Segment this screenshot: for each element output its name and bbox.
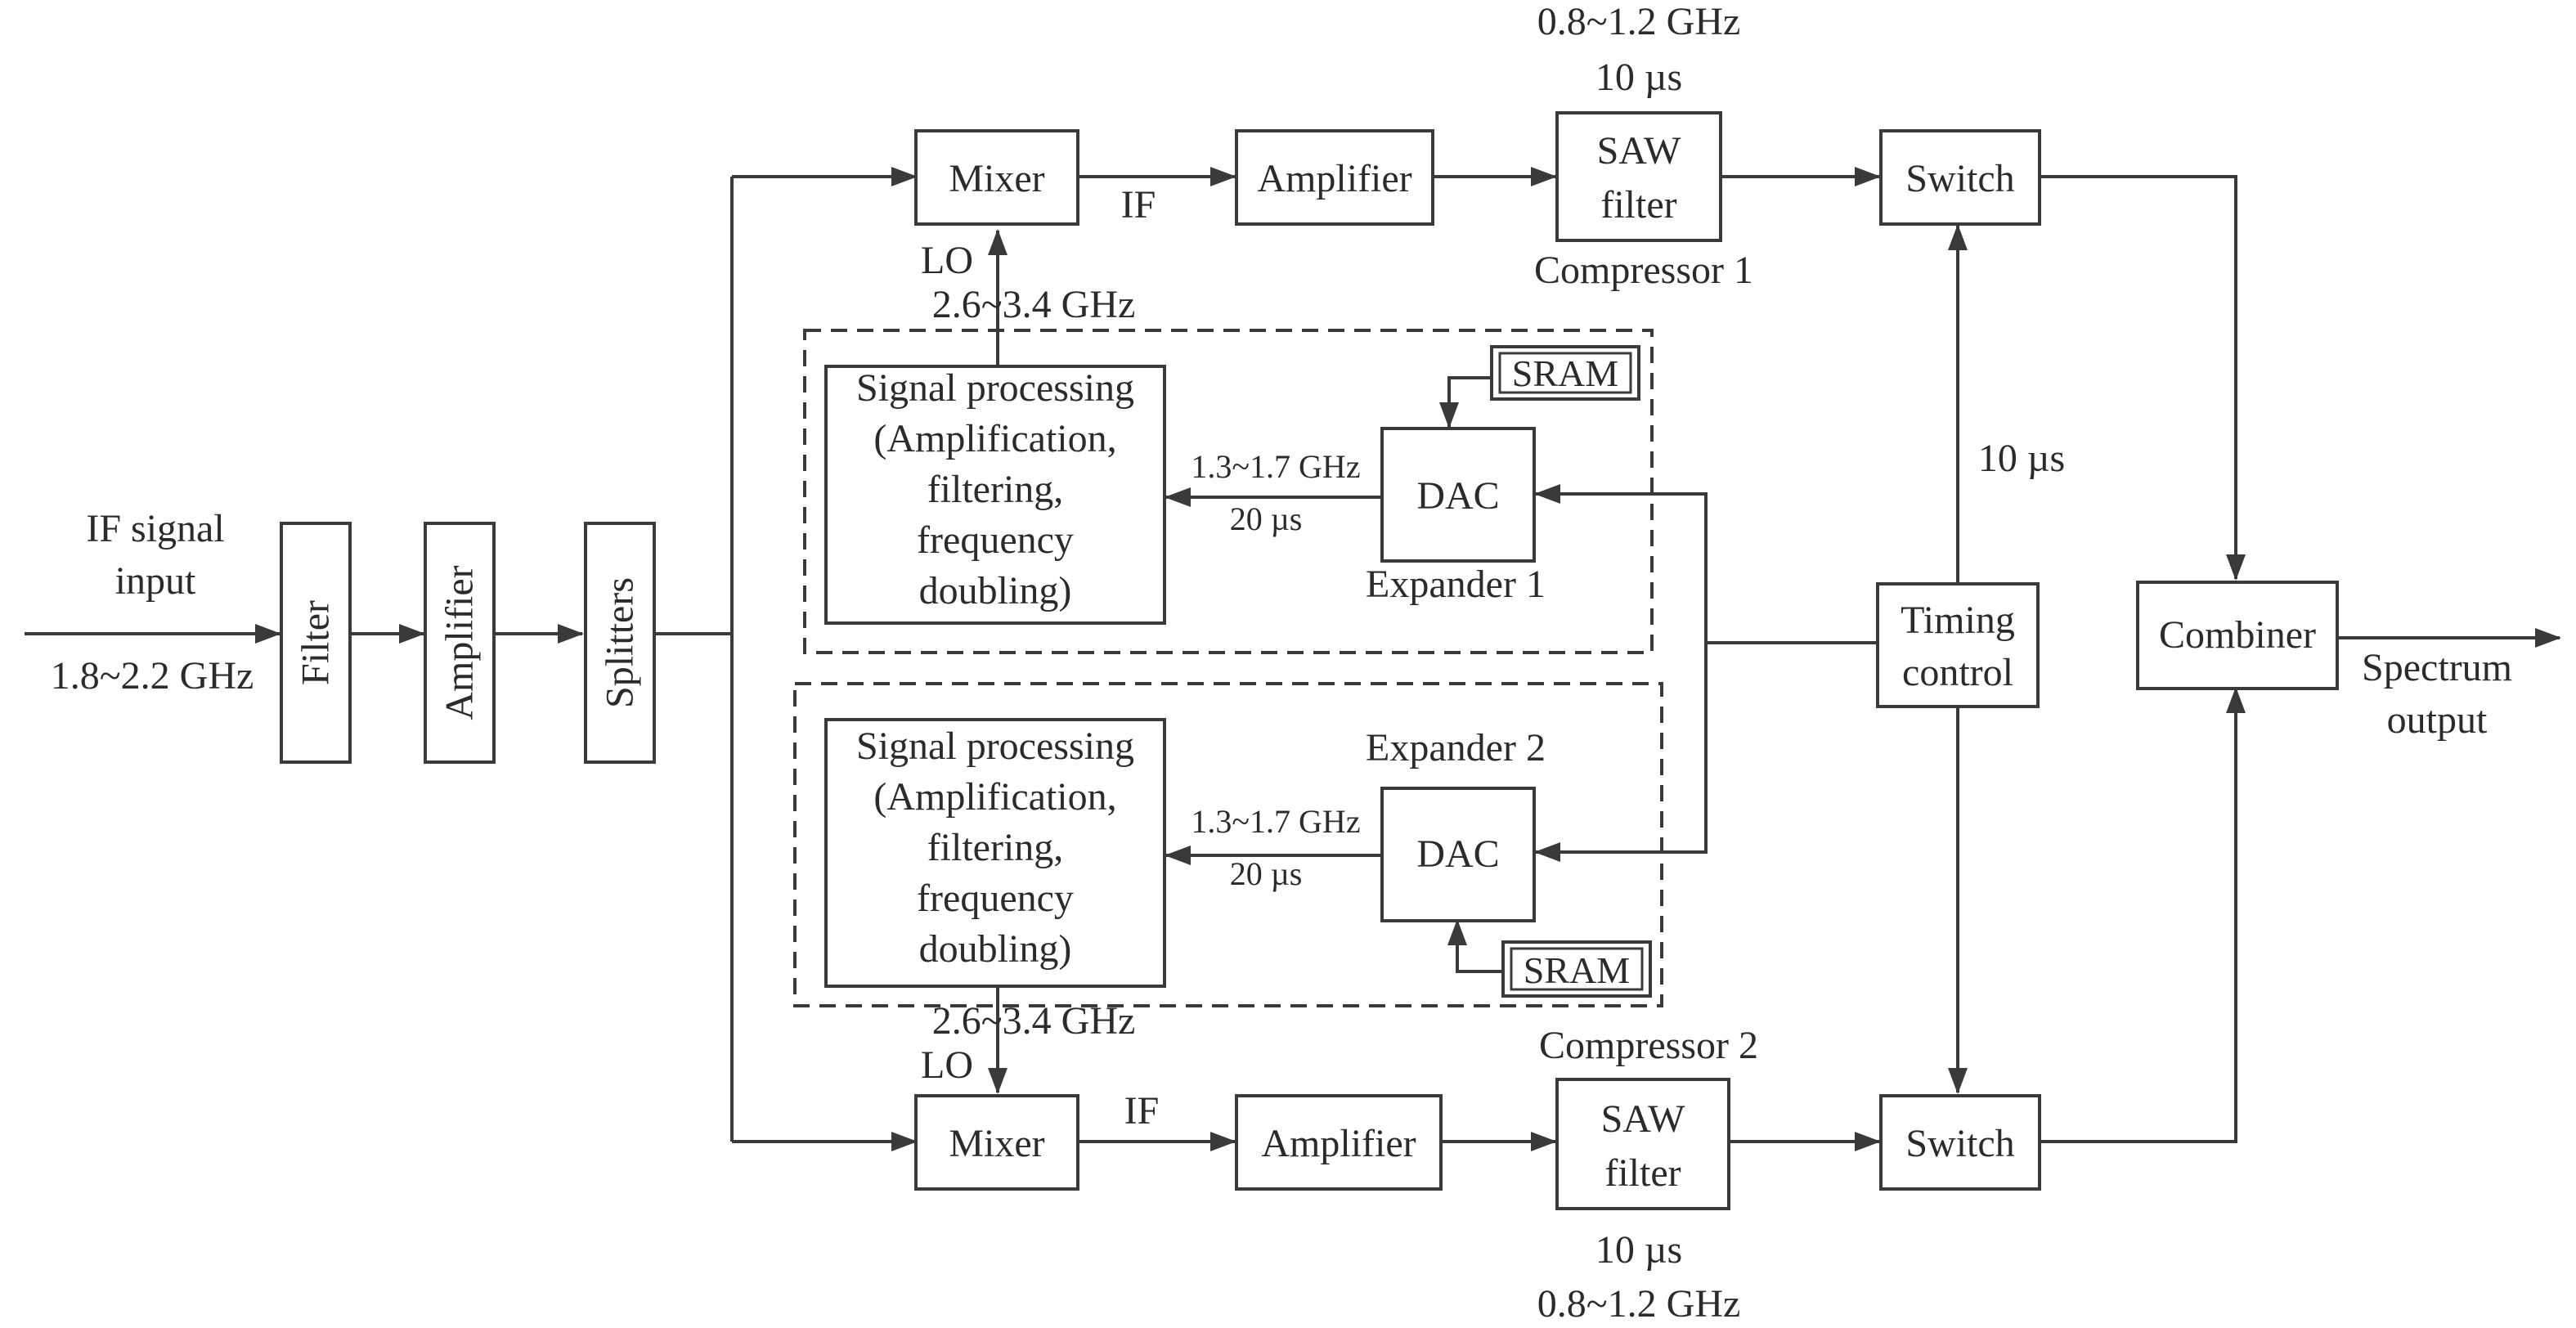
signal-processing2-block: Signal processing (Amplification, filter… (824, 718, 1166, 988)
sp2-line4: frequency (917, 877, 1074, 920)
expander1-link-time: 20 µs (1230, 500, 1303, 537)
input-labels: IF signal input 1.8~2.2 GHz (51, 507, 254, 698)
saw2-frequency: 0.8~1.2 GHz (1537, 1282, 1741, 1326)
switch1-label: Switch (1905, 157, 2014, 200)
dac1-block: DAC (1380, 427, 1536, 563)
mixer2-label: Mixer (949, 1122, 1044, 1165)
lo2-frequency: 2.6~3.4 GHz (932, 999, 1136, 1043)
sp1-line4: frequency (917, 518, 1074, 562)
wire-sram1-dac1 (1439, 376, 1490, 428)
connections (25, 167, 2561, 1151)
expander1-link-frequency: 1.3~1.7 GHz (1191, 448, 1360, 485)
wire-sram2-dac2 (1447, 919, 1501, 973)
sram2-label: SRAM (1524, 949, 1630, 991)
sp1-line2: (Amplification, (873, 417, 1116, 460)
switch2-label: Switch (1905, 1122, 2014, 1165)
sram1-label: SRAM (1512, 352, 1618, 394)
filter-block: Filter (280, 522, 352, 764)
compressor2-label: Compressor 2 (1539, 1024, 1758, 1067)
dac2-label: DAC (1416, 832, 1499, 876)
saw1-label-line1: SAW (1597, 129, 1682, 173)
wire-switch1-combiner (2040, 175, 2246, 581)
input-frequency: 1.8~2.2 GHz (51, 654, 254, 698)
saw2-label-line1: SAW (1601, 1097, 1686, 1141)
mixer1-label: Mixer (949, 157, 1044, 200)
lo2-label: LO (921, 1043, 973, 1087)
combiner-label: Combiner (2159, 613, 2316, 657)
timing-label-line1: Timing (1901, 599, 2015, 642)
splitters-block: Splitters (584, 522, 656, 764)
expander2-link-frequency: 1.3~1.7 GHz (1191, 803, 1360, 840)
output-label-line2: output (2387, 698, 2488, 742)
sp1-line5: doubling) (919, 569, 1072, 612)
sp2-line5: doubling) (919, 927, 1072, 971)
switch2-block: Switch (1879, 1094, 2041, 1191)
timing-control-block: Timing control (1876, 582, 2040, 708)
combiner-block: Combiner (2136, 581, 2339, 690)
switch1-block: Switch (1879, 129, 2041, 226)
filter-label: Filter (294, 600, 338, 685)
saw1-label-line2: filter (1600, 183, 1676, 227)
dac1-label: DAC (1416, 474, 1499, 518)
sp2-line1: Signal processing (856, 725, 1134, 768)
saw1-time: 10 µs (1595, 56, 1682, 99)
saw2-time: 10 µs (1595, 1228, 1682, 1272)
amplifier1-label: Amplifier (1257, 157, 1411, 200)
saw1-frequency: 0.8~1.2 GHz (1537, 0, 1741, 43)
sp2-line2: (Amplification, (873, 775, 1116, 819)
sram2-block: SRAM (1501, 940, 1652, 998)
timing-label-line2: control (1902, 651, 2013, 694)
amplifier1-block: Amplifier (1235, 129, 1434, 226)
saw-filter2-block: SAW filter (1555, 1078, 1730, 1210)
wire-switch2-combiner (2040, 687, 2246, 1143)
mixer2-block: Mixer (914, 1094, 1079, 1191)
sram1-block: SRAM (1490, 345, 1640, 401)
input-label-line1: IF signal (86, 507, 224, 550)
if1-label: IF (1121, 183, 1156, 227)
compressor1-label: Compressor 1 (1534, 249, 1753, 292)
expander2-region (793, 682, 1663, 1007)
sp1-line1: Signal processing (856, 366, 1134, 410)
expander1-region (803, 329, 1654, 654)
wire-timing-dac2 (1534, 643, 1708, 862)
mixer1-block: Mixer (914, 129, 1079, 226)
amplifier2-label: Amplifier (1261, 1122, 1416, 1165)
amplifier-front-block: Amplifier (424, 522, 496, 764)
amplifier2-block: Amplifier (1235, 1094, 1443, 1191)
dac2-block: DAC (1380, 787, 1536, 922)
wire-timing-dac1 (1534, 484, 1708, 643)
expander2-title: Expander 2 (1366, 726, 1546, 769)
timing-switch-time: 10 µs (1978, 437, 2065, 480)
lo1-frequency: 2.6~3.4 GHz (932, 283, 1136, 326)
input-label-line2: input (115, 559, 196, 603)
output-label-line1: Spectrum (2362, 646, 2512, 689)
lo1-label: LO (921, 239, 973, 282)
if2-label: IF (1124, 1089, 1160, 1133)
amplifier-front-label: Amplifier (438, 565, 482, 720)
saw-filter1-block: SAW filter (1555, 111, 1722, 242)
saw2-label-line2: filter (1604, 1151, 1681, 1195)
sp1-line3: filtering, (927, 468, 1064, 511)
splitters-label: Splitters (599, 577, 642, 708)
signal-processing1-block: Signal processing (Amplification, filter… (824, 365, 1166, 625)
sp2-line3: filtering, (927, 826, 1064, 869)
expander1-title: Expander 1 (1366, 563, 1546, 606)
expander2-link-time: 20 µs (1230, 855, 1303, 892)
